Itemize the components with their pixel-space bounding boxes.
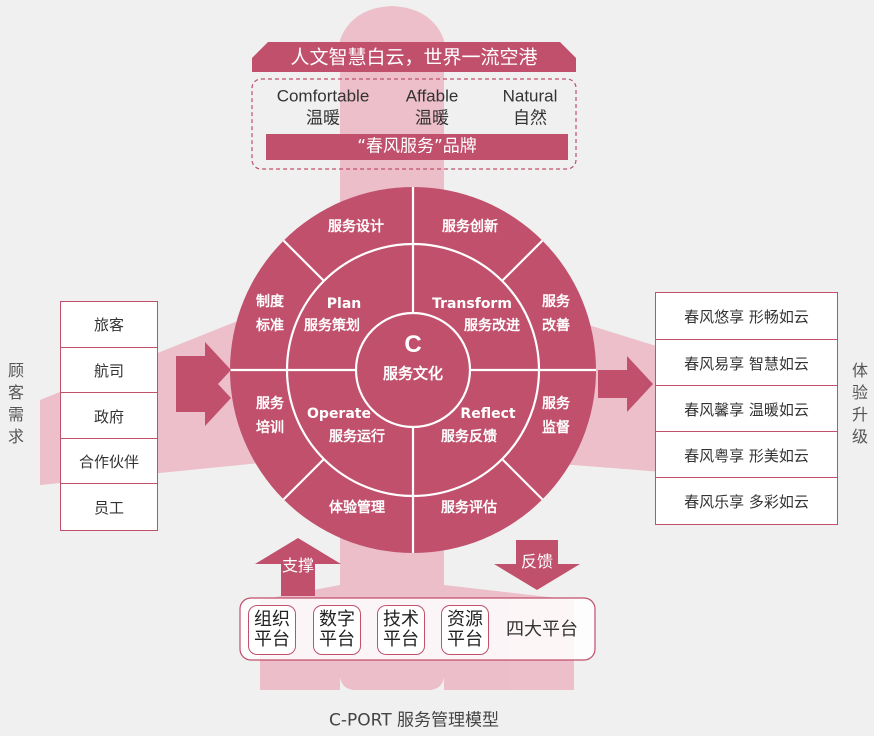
experience-item-5: 春风乐享 多彩如云 (656, 477, 837, 524)
outer-training-2: 培训 (256, 420, 284, 436)
brand-banner (266, 134, 568, 160)
value-natural-en: Natural (502, 86, 558, 106)
brand-text: “春风服务”品牌 (357, 136, 477, 157)
experience-item-4: 春风粤享 形美如云 (656, 431, 837, 478)
experience-item-1: 春风悠享 形畅如云 (684, 307, 809, 326)
outer-training-1: 服务 (256, 396, 284, 412)
slogan-text: 人文智慧白云，世界一流空港 (290, 46, 538, 69)
feedback-arrow (494, 540, 580, 590)
left-input-arrow-main (176, 342, 231, 398)
value-affable-en: Affable (405, 86, 459, 106)
customer-item-airline: 航司 (61, 347, 157, 393)
outer-supervision-1: 服务 (542, 396, 570, 412)
inner-operate-zh: 服务运行 (329, 429, 385, 445)
support-label: 支撑 (281, 556, 315, 575)
outer-improve-2: 改善 (542, 318, 570, 334)
slogan-banner (252, 42, 576, 72)
value-comfortable-en: Comfortable (276, 86, 370, 106)
experience-upgrade-label: 体 验 升 级 (851, 361, 868, 446)
wheel-center-circle (354, 311, 472, 429)
inner-transform-zh: 服务改进 (464, 318, 520, 334)
customer-item-partner: 合作伙伴 (61, 438, 157, 484)
inner-plan-zh: 服务策划 (304, 318, 360, 334)
experience-list: 春风悠享 形畅如云 春风易享 智慧如云 春风馨享 温暖如云 春风粤享 形美如云 … (655, 292, 838, 525)
model-caption: C-PORT 服务管理模型 (329, 710, 499, 731)
outer-system-1: 制度 (256, 294, 284, 310)
inner-operate-en: Operate (307, 406, 371, 422)
outer-service-design: 服务设计 (328, 219, 384, 235)
outer-improve-1: 服务 (542, 294, 570, 310)
center-service-culture: 服务文化 (382, 364, 444, 383)
platform-organization: 组织 平台 (248, 605, 296, 655)
customer-item-staff: 员工 (61, 483, 157, 530)
inner-reflect-zh: 服务反馈 (441, 429, 497, 445)
support-arrow (255, 538, 341, 596)
platform-digital: 数字 平台 (313, 605, 361, 655)
value-natural-zh: 自然 (513, 108, 547, 129)
value-comfortable-zh: 温暖 (306, 108, 340, 129)
customer-item-passenger: 旅客 (93, 316, 124, 334)
customer-item-government: 政府 (61, 392, 157, 439)
outer-supervision-2: 监督 (542, 420, 570, 436)
outer-service-innovation: 服务创新 (442, 219, 498, 235)
customer-needs-label: 顾 客 需 求 (7, 361, 24, 446)
inner-plan-en: Plan (326, 296, 362, 312)
platform-technology: 技术 平台 (377, 605, 425, 655)
feedback-label: 反馈 (520, 552, 554, 571)
experience-item-3: 春风馨享 温暖如云 (656, 385, 837, 432)
value-affable-zh: 温暖 (415, 108, 449, 129)
outer-service-evaluation: 服务评估 (441, 500, 497, 516)
inner-reflect-en: Reflect (460, 406, 516, 422)
outer-system-2: 标准 (256, 318, 284, 334)
inner-transform-en: Transform (432, 296, 512, 312)
right-output-arrow (598, 356, 653, 412)
outer-experience-mgmt: 体验管理 (329, 500, 385, 516)
platform-resources: 资源 平台 (441, 605, 489, 655)
center-letter-c: C (404, 331, 422, 358)
experience-item-2: 春风易享 智慧如云 (656, 339, 837, 386)
four-platforms-label: 四大平台 (506, 619, 578, 640)
customer-list: 旅客 航司 政府 合作伙伴 员工 (60, 301, 158, 531)
